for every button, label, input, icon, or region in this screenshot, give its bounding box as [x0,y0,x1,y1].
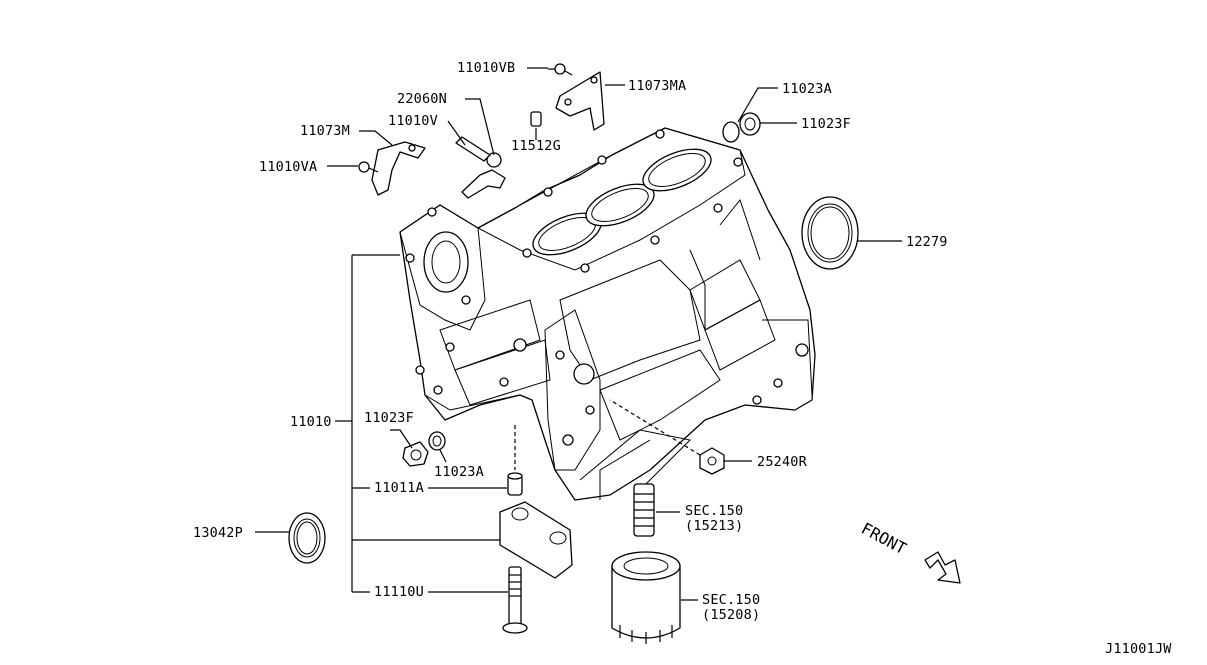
diagram-code: J11001JW [1105,641,1172,657]
leader-lines [255,67,902,601]
label-11010: 11010 [290,414,332,430]
label-11073ma: 11073MA [628,78,686,94]
bolt-11010vb-part [548,63,573,76]
label-sec150-15213-line1: SEC.150 [685,503,743,519]
plug-11023-mid-part [402,431,446,467]
plug-11023-top-part [722,112,761,143]
label-11023f-mid: 11023F [364,410,414,426]
label-sec150-15213-line2: (15213) [685,518,743,534]
label-11023a-top: 11023A [782,81,832,97]
bolt-11010v-part [455,136,491,162]
label-12279: 12279 [906,234,948,250]
label-11073m: 11073M [300,123,350,139]
seal-13042p-part [288,512,326,564]
label-25240r: 25240R [757,454,808,470]
bearing-cap-part [499,501,573,579]
label-11011a: 11011A [374,480,424,496]
front-direction-indicator: FRONT [858,519,961,584]
bracket-11073m-part [371,141,426,196]
part-labels: 11010VB 11073MA 11023A 11023F 22060N 110… [193,60,1172,657]
label-11512g: 11512G [511,138,561,154]
bolt-11110u-part [502,566,528,634]
front-label: FRONT [858,519,910,559]
dowel-11512g-part [530,111,542,127]
label-13042p: 13042P [193,525,243,541]
bolt-11010va-part [358,161,379,173]
label-11023f-top: 11023F [801,116,851,132]
seal-12279-part [801,196,859,270]
label-11110u: 11110U [374,584,424,600]
label-sec150-15208-line1: SEC.150 [702,592,760,608]
sensor-22060n-part [461,152,506,199]
filter-stud-15213-part [633,483,655,537]
front-arrow-icon [924,551,961,584]
label-22060n: 22060N [397,91,447,107]
label-11010va: 11010VA [259,159,317,175]
label-11010vb: 11010VB [457,60,515,76]
bracket-11073ma-part [555,71,605,131]
label-11023a-mid: 11023A [434,464,484,480]
switch-25240r-part [609,399,725,475]
cylinder-block-drawing [399,127,816,501]
oil-filter-15208-part [611,551,681,644]
dowel-11011a-part [507,425,523,496]
label-sec150-15208-line2: (15208) [702,607,760,623]
label-11010v: 11010V [388,113,438,129]
